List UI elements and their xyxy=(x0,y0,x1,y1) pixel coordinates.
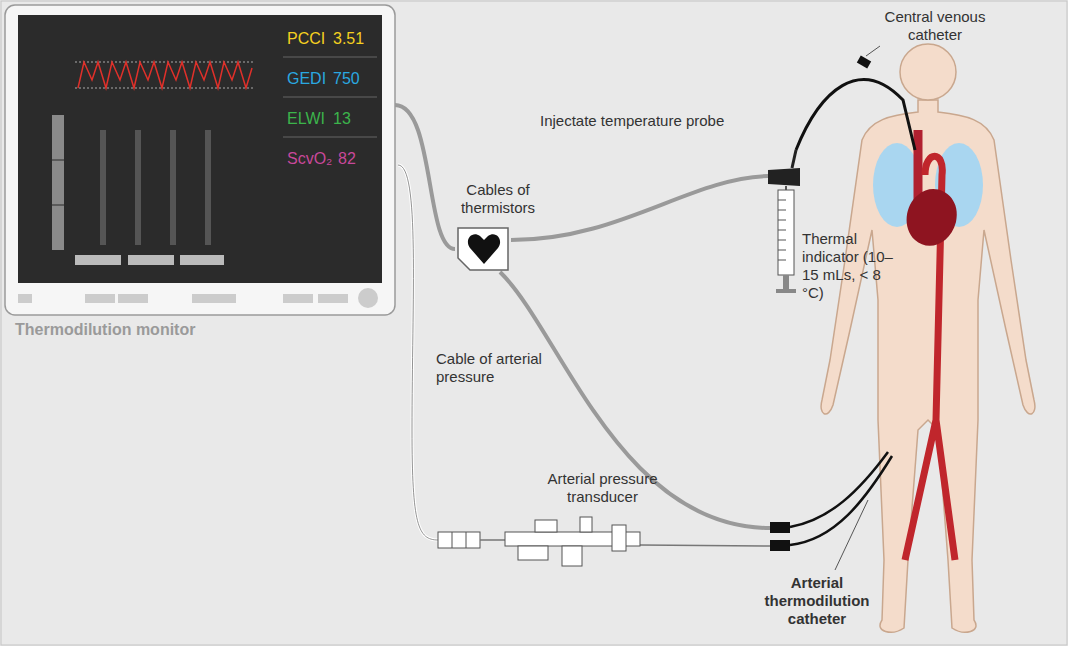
readout-name: PCCI xyxy=(287,30,325,48)
readout-value: 13 xyxy=(333,110,351,128)
callout-label: Thermal indicator (10–15 mLs, < 8 °C) xyxy=(802,230,894,302)
readout-value: 750 xyxy=(333,70,360,88)
thermistor-connector: Cables of thermistors xyxy=(455,225,511,273)
readout-value: 82 xyxy=(338,150,356,168)
monitor-housing: Thermodilution monitor xyxy=(5,5,395,315)
readout-name: ELWI xyxy=(287,110,325,128)
readout-name: ScvO₂ xyxy=(287,150,332,168)
callout-label: Cable of arterial pressure xyxy=(436,350,576,386)
node-label: Cables of thermistors xyxy=(448,181,548,217)
callout-label: Arterial pressure transducer xyxy=(535,470,670,506)
node-label: Thermodilution monitor xyxy=(15,321,195,339)
readout-name: GEDI xyxy=(287,70,326,88)
thermistor-cable xyxy=(395,105,455,249)
callout-label: Arterial thermodilution catheter xyxy=(758,574,876,628)
callout-label: Central venous catheter xyxy=(880,8,990,44)
callout-label: Injectate temperature probe xyxy=(540,112,724,130)
readout-value: 3.51 xyxy=(333,30,364,48)
